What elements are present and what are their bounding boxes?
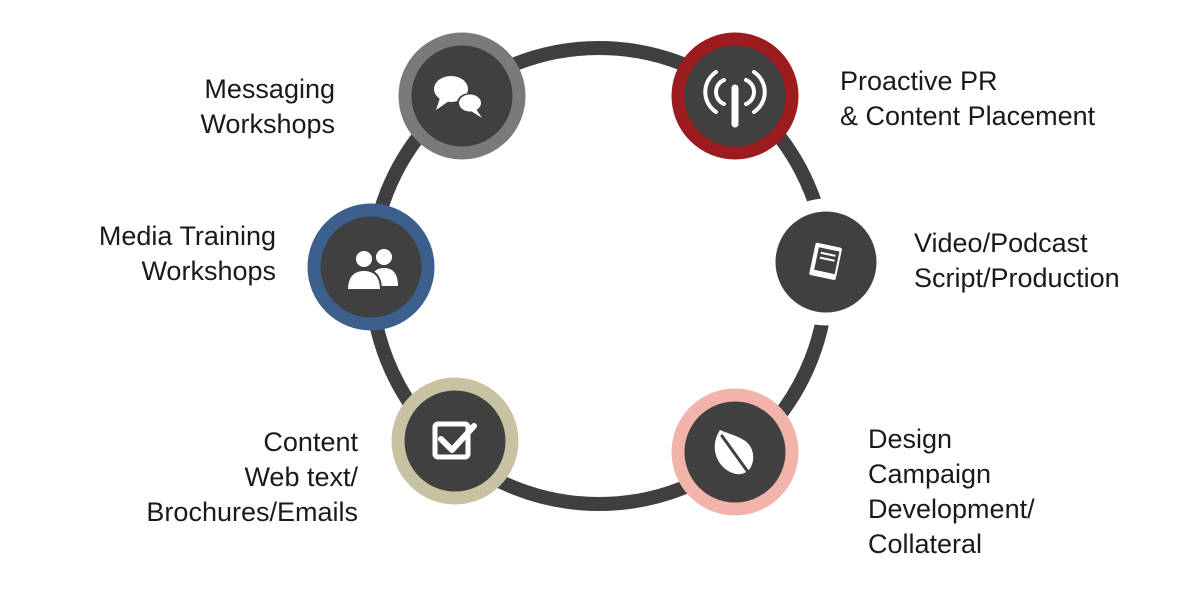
label-design: Design Campaign Development/ Collateral <box>868 422 1035 562</box>
node-content-circle <box>391 377 519 505</box>
label-proactive-line-2: & Content Placement <box>840 101 1096 131</box>
label-design-line-3: Development/ <box>868 494 1035 524</box>
label-design-line-4: Collateral <box>868 529 983 559</box>
node-messaging <box>398 32 526 160</box>
label-media-line-2: Workshops <box>141 256 276 286</box>
label-video: Video/Podcast Script/Production <box>914 226 1120 296</box>
node-proactive <box>671 32 799 160</box>
label-design-line-1: Design <box>868 424 953 454</box>
label-media-line-1: Media Training <box>98 221 276 251</box>
node-video <box>762 198 890 326</box>
node-media <box>307 203 435 331</box>
checkbox-icon <box>432 421 477 460</box>
label-content-line-2: Web text/ <box>244 462 358 492</box>
label-video-line-2: Script/Production <box>914 263 1120 293</box>
leaf-icon <box>714 430 754 475</box>
label-video-line-1: Video/Podcast <box>914 228 1088 258</box>
label-design-line-2: Campaign <box>868 459 992 489</box>
node-content <box>391 377 519 505</box>
node-media-circle <box>307 203 435 331</box>
label-proactive-line-1: Proactive PR <box>840 66 998 96</box>
broadcast-antenna-icon <box>703 70 767 128</box>
label-messaging-line-1: Messaging <box>204 74 335 104</box>
node-design <box>671 388 799 516</box>
book-icon <box>809 242 842 280</box>
label-messaging: Messaging Workshops <box>200 72 335 142</box>
label-content: Content Web text/ Brochures/Emails <box>146 425 358 530</box>
label-proactive: Proactive PR & Content Placement <box>840 64 1095 134</box>
label-content-line-1: Content <box>263 427 358 457</box>
label-media: Media Training Workshops <box>99 219 276 289</box>
chat-bubbles-icon <box>434 76 483 118</box>
label-content-line-3: Brochures/Emails <box>146 497 358 527</box>
users-icon <box>345 249 398 291</box>
label-messaging-line-2: Workshops <box>200 109 335 139</box>
